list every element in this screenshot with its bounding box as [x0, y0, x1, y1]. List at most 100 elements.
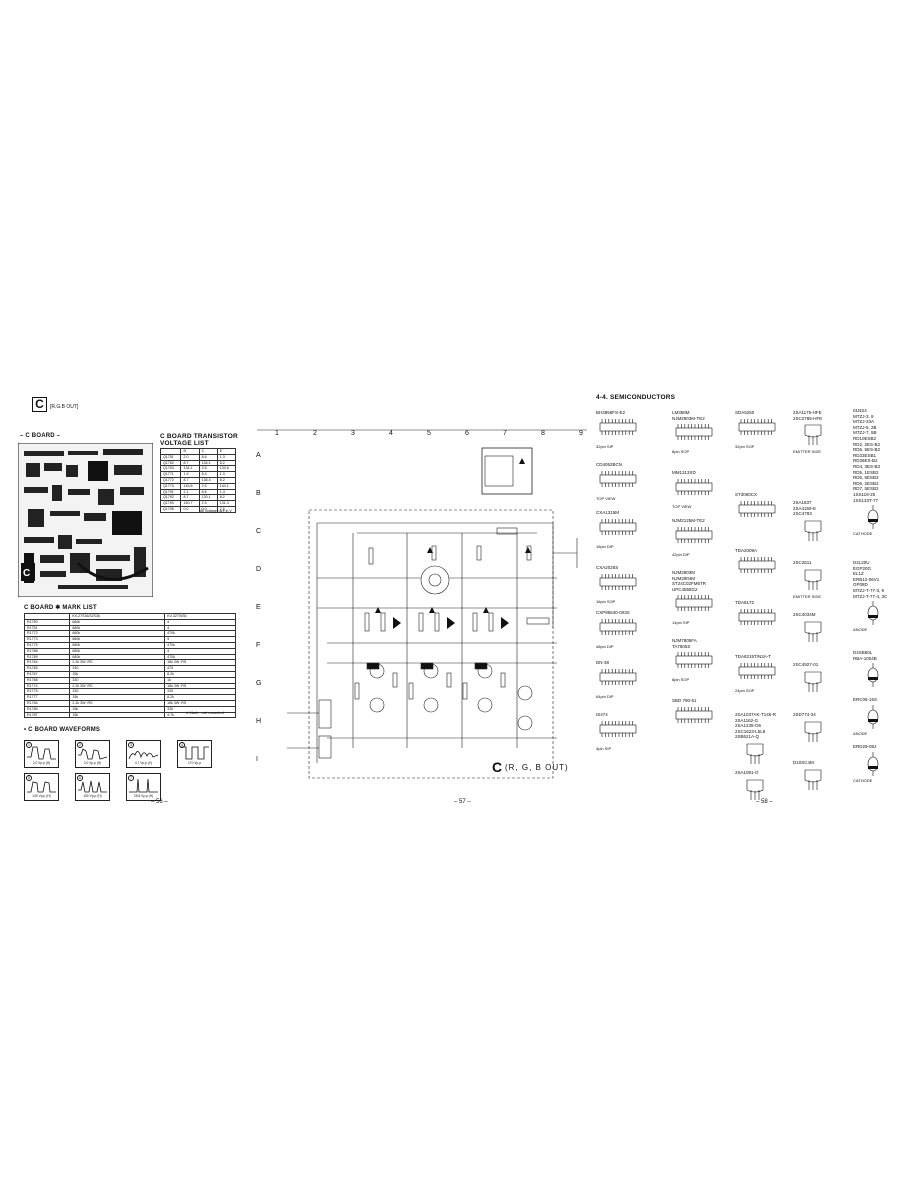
- table-cell: R1773: [23, 636, 71, 643]
- waveform-trace: [78, 780, 107, 793]
- table-cell: R1777: [23, 694, 71, 701]
- svg-text:C: C: [23, 568, 30, 579]
- schematic-board-letter: C: [492, 759, 503, 775]
- semiconductor-part-name: 01NS4 MTZJ-3, 9 MTZJ-33A MTZJ-5, 2B MTZJ…: [853, 408, 881, 503]
- table-cell: R1768: [23, 676, 71, 684]
- table-cell: 4.7k: [164, 711, 236, 719]
- mark-list-note: # Mark : not mounted: [186, 710, 224, 715]
- table-cell: 470k: [164, 630, 236, 638]
- semiconductor-package-icon: [599, 518, 637, 535]
- grid-row-label: F: [256, 642, 261, 649]
- mark-header-cell: [23, 613, 71, 620]
- table-cell: R1775: [23, 688, 71, 696]
- semiconductor-package-icon: [738, 500, 776, 517]
- semiconductor-package-icon: [804, 621, 822, 642]
- semiconductor-package-label: 16pin SOP: [596, 598, 616, 604]
- grid-column-label: 4: [389, 430, 393, 437]
- semiconductor-package-icon: [867, 663, 879, 688]
- semiconductor-part-name: NJM2903M NJM2904M ST24C02FM6TR UPC4558G2: [672, 570, 707, 592]
- grid-column-label: 8: [541, 430, 545, 437]
- semiconductor-part-name: LM358M NJM2903M-TE2: [672, 410, 705, 421]
- waveform-label: 25.8 Vp-p (H): [133, 794, 154, 798]
- semiconductor-package-icon: [804, 424, 822, 446]
- semiconductor-part-name: TDA8215T/N3A-T: [735, 654, 772, 659]
- semiconductor-part-name: CXA2025S: [596, 565, 619, 570]
- grid-column-label: 9: [579, 430, 583, 437]
- waveform-1: 1 2.0 Vp-p (H): [24, 740, 59, 768]
- grid-row-label: I: [256, 756, 258, 763]
- semiconductor-package-icon: [599, 720, 637, 737]
- transistor-list-title-line1: C BOARD TRANSISTOR: [160, 433, 238, 440]
- transistor-list-title: C BOARD TRANSISTOR VOLTAGE LIST: [160, 433, 238, 447]
- table-cell: 2.6: [216, 505, 237, 513]
- grid-row-label: E: [256, 604, 261, 611]
- table-cell: Q1795: [159, 505, 182, 513]
- waveform-label: 2.0 Vp-p (H): [83, 761, 102, 765]
- semiconductor-package-label: TOP VIEW: [672, 503, 692, 509]
- waveform-trace: [27, 746, 56, 760]
- semiconductor-part-name: DN-38: [596, 660, 610, 665]
- semiconductor-package-icon: [738, 662, 776, 679]
- semiconductor-package-icon: [804, 569, 822, 590]
- semiconductor-package-icon: [867, 751, 879, 776]
- semiconductor-part-name: 2SA1837 2SA4159-E 2SC4793: [793, 500, 817, 517]
- waveform-number: 4: [179, 742, 185, 748]
- waveform-label: 170 Vp-p: [188, 761, 201, 765]
- mark-header-cell: KV-32TW36: [164, 613, 236, 620]
- table-cell: 18k 3W :RS: [164, 699, 236, 707]
- semiconductor-package-label: EMITTER SIDE: [793, 593, 822, 599]
- waveform-trace: [128, 751, 159, 760]
- semiconductor-part-name: 2SC2611: [793, 560, 812, 565]
- table-cell: 470k: [164, 653, 236, 661]
- semiconductor-part-name: ERD29-08J: [853, 744, 877, 749]
- semiconductor-part-name: D4SB60L RBA-1004B: [853, 650, 877, 661]
- semiconductor-package-label: 64pin DIP: [596, 693, 614, 699]
- semiconductor-package-icon: [675, 706, 713, 723]
- table-cell: R1765: [23, 665, 71, 672]
- semiconductor-package-icon: [599, 668, 637, 685]
- waveform-number: 5: [26, 775, 32, 781]
- semiconductor-package-label: 48pin DIP: [596, 643, 614, 649]
- transistor-list-title-line2: VOLTAGE LIST: [160, 440, 209, 447]
- semiconductor-part-name: D10SC4M: [793, 760, 814, 765]
- grid-column-label: 2: [313, 430, 317, 437]
- table-cell: 330: [164, 688, 236, 696]
- semiconductor-package-label: 32pin SOP: [735, 443, 755, 449]
- semiconductor-part-name: D2L20U EGP20G EL1Z ERB12-06V1 GP08D MTZJ…: [853, 560, 888, 599]
- table-cell: R1767: [23, 670, 71, 678]
- semiconductors-title: 4-4. SEMICONDUCTORS: [596, 394, 676, 401]
- semiconductor-package-icon: [738, 418, 776, 435]
- semiconductor-package-label: ANODE: [853, 730, 868, 736]
- semiconductor-package-icon: [804, 769, 822, 790]
- board-letter: C: [32, 397, 47, 412]
- grid-column-label: 1: [275, 430, 279, 437]
- semiconductor-package-icon: [599, 470, 637, 487]
- waveform-label: 2.0 Vp-p (H): [32, 761, 51, 765]
- table-cell: 18k 3W :RS: [164, 659, 236, 667]
- semiconductor-part-name: CXA1315M: [596, 510, 620, 515]
- waveform-number: 1: [26, 742, 32, 748]
- table-cell: 8.2k: [164, 694, 236, 701]
- schematic-diagram: [257, 429, 587, 779]
- waveform-number: 2: [77, 742, 83, 748]
- page-number-57: – 57 –: [454, 799, 471, 805]
- semiconductor-package-label: ANODE: [853, 627, 868, 633]
- semiconductor-package-icon: [867, 505, 879, 530]
- table-cell: R1787: [23, 711, 71, 719]
- waveform-trace: [27, 781, 56, 793]
- semiconductor-package-icon: [804, 520, 822, 541]
- grid-column-label: 6: [465, 430, 469, 437]
- waveform-2: 2 2.0 Vp-p (H): [75, 740, 110, 768]
- table-cell: 18k 3W :RS: [164, 682, 236, 690]
- schematic-board-subtitle: (R, G, B OUT): [505, 763, 569, 772]
